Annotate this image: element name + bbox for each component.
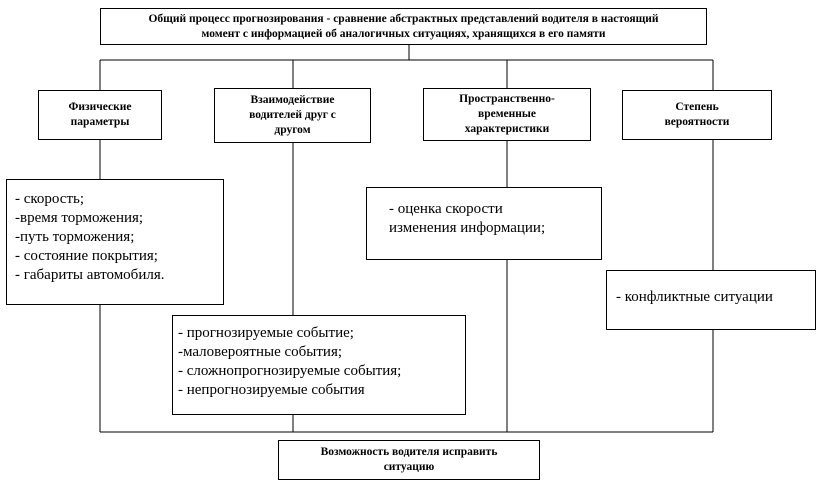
category-line: другом xyxy=(274,124,311,136)
bottom-outcome-box: Возможность водителя исправить ситуацию xyxy=(278,440,540,480)
list-item: - оценка скорости xyxy=(389,201,503,217)
list-item: - непрогнозируемые события xyxy=(178,382,365,398)
category-line: параметры xyxy=(70,116,130,128)
detail-physical-list: - скорость; -время торможения; -путь тор… xyxy=(6,179,224,305)
list-item: - конфликтные ситуации xyxy=(616,289,773,305)
category-probability: Степень вероятности xyxy=(622,90,772,140)
category-line: Степень xyxy=(675,101,719,113)
list-item: -маловероятные события; xyxy=(178,344,343,360)
category-line: Взаимодействие xyxy=(250,94,335,106)
bottom-outcome-line-2: ситуацию xyxy=(383,461,435,473)
detail-spatiotemporal-list: - оценка скорости изменения информации; xyxy=(366,187,602,260)
list-item: -время торможения; xyxy=(15,210,144,226)
top-summary-box: Общий процесс прогнозирования - сравнени… xyxy=(100,8,707,45)
top-summary-line-2: момент с информацией об аналогичных ситу… xyxy=(201,27,606,40)
list-item: - сложнопрогнозируемые события; xyxy=(178,363,402,379)
category-line: вероятности xyxy=(664,116,730,128)
category-physical-parameters: Физические параметры xyxy=(38,90,162,140)
category-line: временные xyxy=(478,108,536,120)
bottom-outcome-line-1: Возможность водителя исправить xyxy=(320,446,498,458)
list-item: - габариты автомобиля. xyxy=(15,267,165,283)
category-spatiotemporal: Пространственно- временные характеристик… xyxy=(423,88,591,141)
list-item: - состояние покрытия; xyxy=(15,248,158,264)
list-item: - прогнозируемые событие; xyxy=(178,325,354,341)
category-line: характеристики xyxy=(464,123,550,135)
top-summary-line-1: Общий процесс прогнозирования - сравнени… xyxy=(148,12,659,25)
list-item: - скорость; xyxy=(15,191,85,207)
detail-interaction-list: - прогнозируемые событие; -маловероятные… xyxy=(172,315,466,415)
list-item: -путь торможения; xyxy=(15,229,135,245)
list-item: изменения информации; xyxy=(389,220,546,236)
category-line: Пространственно- xyxy=(459,93,555,105)
category-driver-interaction: Взаимодействие водителей друг с другом xyxy=(214,88,371,143)
category-line: водителей друг с xyxy=(249,109,336,121)
detail-probability-list: - конфликтные ситуации xyxy=(606,270,816,330)
category-line: Физические xyxy=(68,101,132,113)
